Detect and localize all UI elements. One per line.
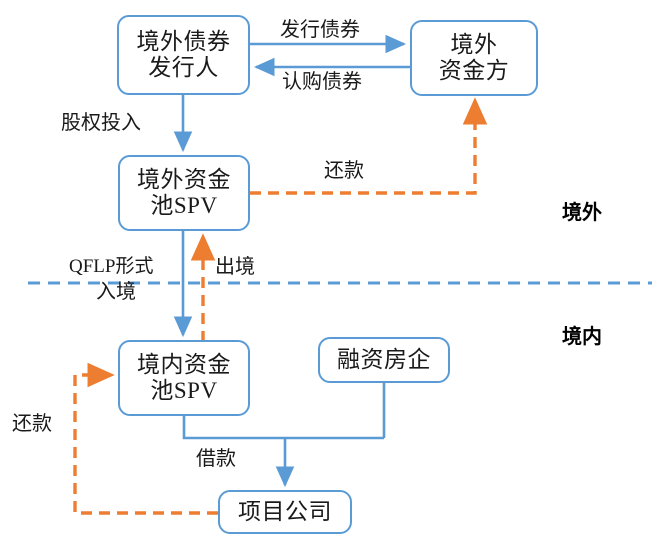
label-repayment-onshore: 还款	[12, 413, 52, 435]
node-onshore-spv[interactable]: 境内资金 池SPV	[118, 340, 250, 416]
label-subscribe-bond: 认购债券	[282, 71, 362, 93]
node-offshore-funder-line2: 资金方	[438, 58, 510, 83]
node-developer-label: 融资房企	[337, 347, 431, 373]
zone-label-offshore: 境外	[562, 202, 602, 224]
connector-onshore-spv-to-bus	[182, 415, 384, 440]
label-equity-injection: 股权投入	[61, 112, 141, 134]
zone-label-onshore: 境内	[562, 326, 602, 348]
label-qflp-form: QFLP形式	[69, 256, 154, 277]
node-offshore-funder[interactable]: 境外 资金方	[410, 20, 538, 96]
node-offshore-funder-line1: 境外	[450, 32, 498, 58]
label-outbound: 出境	[215, 256, 255, 278]
node-offshore-spv[interactable]: 境外资金 池SPV	[118, 155, 250, 231]
label-issue-bond: 发行债券	[280, 19, 360, 41]
node-offshore-issuer[interactable]: 境外债券 发行人	[117, 15, 250, 95]
node-offshore-spv-line1: 境外资金	[137, 167, 231, 193]
node-offshore-issuer-line1: 境外债券	[136, 29, 231, 55]
label-inbound: 入境	[96, 281, 136, 303]
node-developer[interactable]: 融资房企	[318, 337, 450, 383]
node-offshore-issuer-line2: 发行人	[148, 55, 219, 80]
node-onshore-spv-line2: 池SPV	[150, 378, 218, 403]
node-onshore-spv-line1: 境内资金	[137, 352, 231, 378]
connector-repayment-offshore	[250, 97, 488, 195]
node-project-company-label: 项目公司	[238, 499, 332, 525]
node-project-company[interactable]: 项目公司	[218, 490, 352, 534]
label-loan: 借款	[196, 448, 236, 470]
label-repayment-offshore: 还款	[324, 160, 364, 182]
node-offshore-spv-line2: 池SPV	[150, 193, 218, 218]
